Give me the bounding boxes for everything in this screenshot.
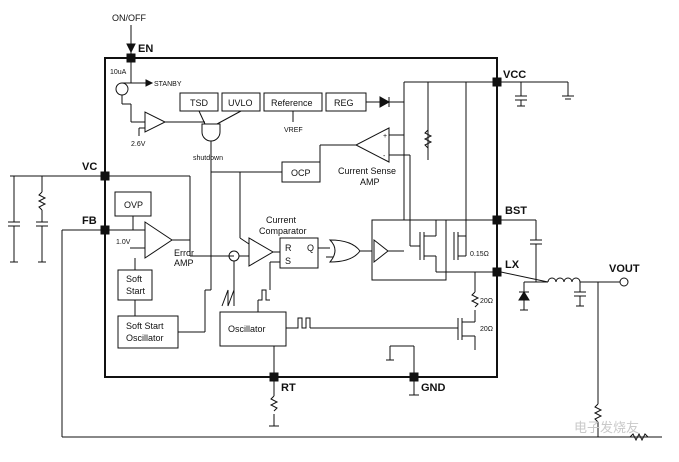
sense-mosfet [453, 232, 466, 260]
cur-comp-label-1: Current [266, 215, 297, 225]
fb-bottom-resistor [629, 432, 649, 442]
error-amp [144, 221, 173, 259]
oscillator-label: Oscillator [228, 324, 266, 334]
current-source-symbol [115, 82, 129, 96]
v26-label: 2.6V [131, 141, 146, 148]
pin-vout-label: VOUT [609, 263, 640, 275]
cs-amp-label-2: AMP [360, 177, 380, 187]
watermark-text: 电子发烧友 [574, 420, 639, 436]
error-amp-label-2: AMP [174, 258, 194, 268]
pin-vcc-square [492, 77, 502, 87]
ovp-label: OVP [124, 200, 143, 210]
r015-label: 0.15Ω [470, 251, 489, 258]
r20b-label: 20Ω [480, 326, 493, 333]
vout-terminal [619, 277, 629, 287]
tsd-label: TSD [190, 98, 209, 108]
r20-upper [470, 291, 480, 308]
pin-gnd-label: GND [421, 382, 446, 394]
pin-lx-square [492, 267, 502, 277]
uvlo-label: UVLO [228, 98, 253, 108]
ff-r-label: R [285, 243, 292, 253]
vref-label: VREF [284, 127, 303, 134]
uvlo-comparator [144, 111, 167, 133]
v10-label: 1.0V [116, 239, 131, 246]
clock-waveform-b [294, 317, 311, 329]
pin-bst-square [492, 215, 502, 225]
pin-bst-label: BST [505, 205, 527, 217]
reference-label: Reference [271, 98, 313, 108]
shutdown-label: shutdown [193, 155, 223, 162]
rs-flipflop [279, 237, 319, 269]
driver-box [371, 219, 447, 281]
low-side-mosfet [420, 316, 476, 350]
output-inductor [547, 277, 581, 283]
pin-gnd-square [409, 372, 419, 382]
cur-comp-label-2: Comparator [259, 226, 307, 236]
standby-label: STANBY [154, 81, 182, 88]
reg-diode [379, 96, 391, 108]
ss-osc-label-2: Oscillator [126, 333, 164, 343]
error-amp-label-1: Error [174, 248, 194, 258]
ss-osc-label-1: Soft Start [126, 321, 164, 331]
current-sense-amp [354, 127, 390, 163]
cs-plus: + [383, 133, 387, 140]
soft-start-label-2: Start [126, 286, 146, 296]
ramp-waveform [221, 289, 235, 307]
pin-fb-square [100, 225, 110, 235]
sense-resistor [423, 129, 433, 149]
pin-en-square [126, 53, 136, 63]
pin-vc-square [100, 171, 110, 181]
r20a-label: 20Ω [480, 298, 493, 305]
current-source-label: 10uA [110, 69, 127, 76]
clock-waveform-a [258, 289, 270, 301]
pin-fb-label: FB [82, 215, 97, 227]
catch-diode [518, 291, 530, 301]
on-off-label: ON/OFF [112, 13, 146, 23]
cs-minus: - [383, 153, 386, 160]
shutdown-gate [201, 123, 221, 142]
fb-divider-resistor [593, 403, 603, 423]
high-side-mosfet [410, 220, 437, 268]
pin-rt-square [269, 372, 279, 382]
ocp-label: OCP [291, 168, 311, 178]
rt-resistor [269, 395, 279, 412]
soft-start-label-1: Soft [126, 274, 143, 284]
driver-buffer [373, 238, 389, 264]
pin-vcc-label: VCC [503, 69, 526, 81]
pin-rt-label: RT [281, 382, 296, 394]
pin-vc-label: VC [82, 161, 97, 173]
cs-amp-label-1: Current Sense [338, 166, 396, 176]
pin-lx-label: LX [505, 259, 520, 271]
or-gate [328, 239, 361, 263]
vc-resistor [37, 191, 47, 211]
ff-q-label: Q [307, 243, 314, 253]
pin-en-label: EN [138, 43, 153, 55]
oscillator-block [219, 311, 287, 347]
ff-s-label: S [285, 256, 291, 266]
current-comparator [248, 237, 274, 267]
reg-label: REG [334, 98, 354, 108]
